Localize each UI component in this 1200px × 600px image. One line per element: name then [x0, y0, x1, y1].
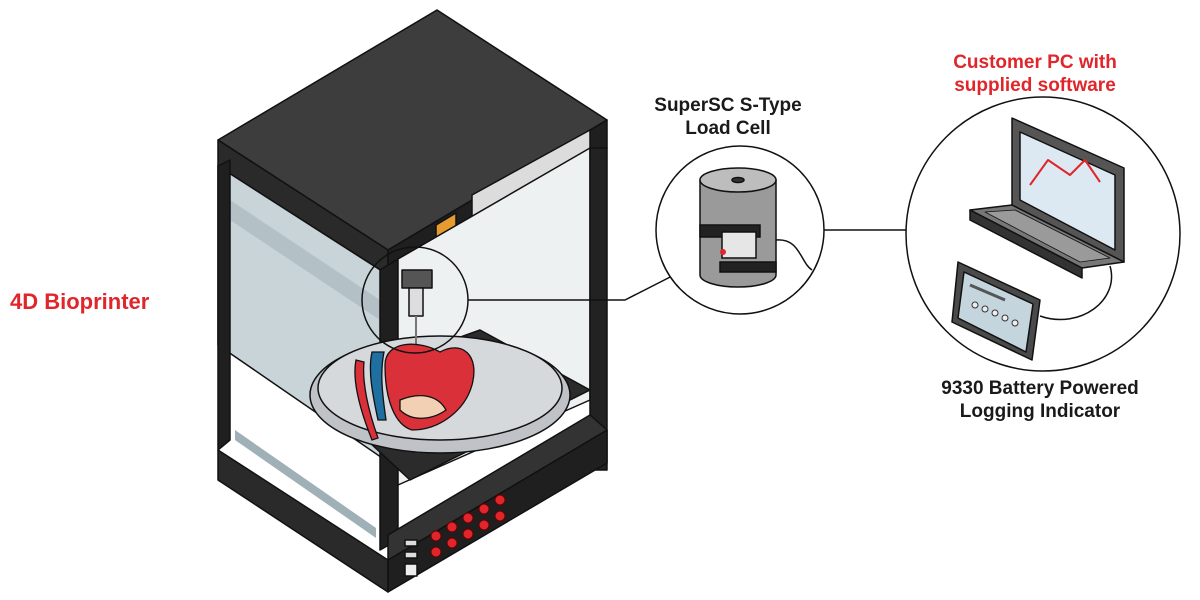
- load-cell-hole: [731, 176, 745, 184]
- load-cell-label-line2: Load Cell: [685, 117, 771, 139]
- printer-left-frame-back: [217, 159, 231, 451]
- control-button: [462, 512, 474, 524]
- laptop-icon: [969, 117, 1125, 279]
- laptop-keyboard: [984, 209, 1111, 263]
- control-button: [494, 510, 506, 522]
- indicator-button: [971, 301, 979, 309]
- load-cell-label-line1: SuperSC S-Type: [654, 95, 802, 116]
- control-button: [446, 521, 458, 533]
- laptop-base-edge: [969, 209, 1083, 279]
- printed-heart-illustration: [354, 343, 475, 441]
- printer-right-pillar: [589, 147, 608, 471]
- indicator-display-bar: [969, 283, 1006, 302]
- base-switch-2: [404, 551, 418, 559]
- control-button: [478, 519, 490, 531]
- control-button: [430, 530, 442, 542]
- indicator-button: [991, 309, 999, 317]
- control-button: [478, 503, 490, 515]
- bioprinter-illustration: [217, 9, 608, 593]
- load-cell-cable: [775, 239, 813, 271]
- vessel-red: [354, 359, 379, 441]
- indicator-label: 9330 Battery Powered Logging Indicator: [900, 378, 1180, 424]
- customer-pc-label: Customer PC with supplied software: [935, 52, 1135, 98]
- vessel-blue: [369, 351, 387, 421]
- customer-pc-label-line1: Customer PC with: [953, 52, 1117, 73]
- indicator-laptop-cable: [1039, 265, 1113, 321]
- red-control-buttons: [430, 494, 506, 558]
- indicator-button: [981, 305, 989, 313]
- logging-indicator-icon: [951, 261, 1041, 361]
- load-cell-slot-lower: [719, 261, 777, 273]
- print-head: [401, 269, 433, 289]
- load-cell-dot: [720, 249, 726, 255]
- control-button: [430, 546, 442, 558]
- indicator-button: [1011, 319, 1019, 327]
- control-button: [494, 494, 506, 506]
- indicator-label-line1: 9330 Battery Powered: [941, 378, 1139, 399]
- base-switch-1: [404, 539, 418, 547]
- bioprinter-label: 4D Bioprinter: [10, 289, 150, 314]
- connector-printer-loadcell: [468, 271, 681, 301]
- base-switch-3: [404, 563, 418, 577]
- indicator-button: [1001, 314, 1009, 322]
- indicator-buttons: [971, 301, 1019, 327]
- control-button: [446, 537, 458, 549]
- nozzle: [408, 287, 424, 317]
- glass-shading: [230, 200, 380, 320]
- printer-base-plinth: [387, 414, 608, 561]
- s-type-load-cell-icon: [699, 167, 777, 288]
- load-cell-gauge: [721, 231, 757, 259]
- laptop-chart-line: [1029, 159, 1101, 186]
- customer-pc-label-line2: supplied software: [954, 74, 1116, 96]
- load-cell-label: SuperSC S-Type Load Cell: [628, 95, 828, 141]
- indicator-label-line2: Logging Indicator: [959, 400, 1121, 422]
- glass-shading-lower: [235, 430, 376, 538]
- heart-highlight: [399, 395, 447, 419]
- control-button: [462, 528, 474, 540]
